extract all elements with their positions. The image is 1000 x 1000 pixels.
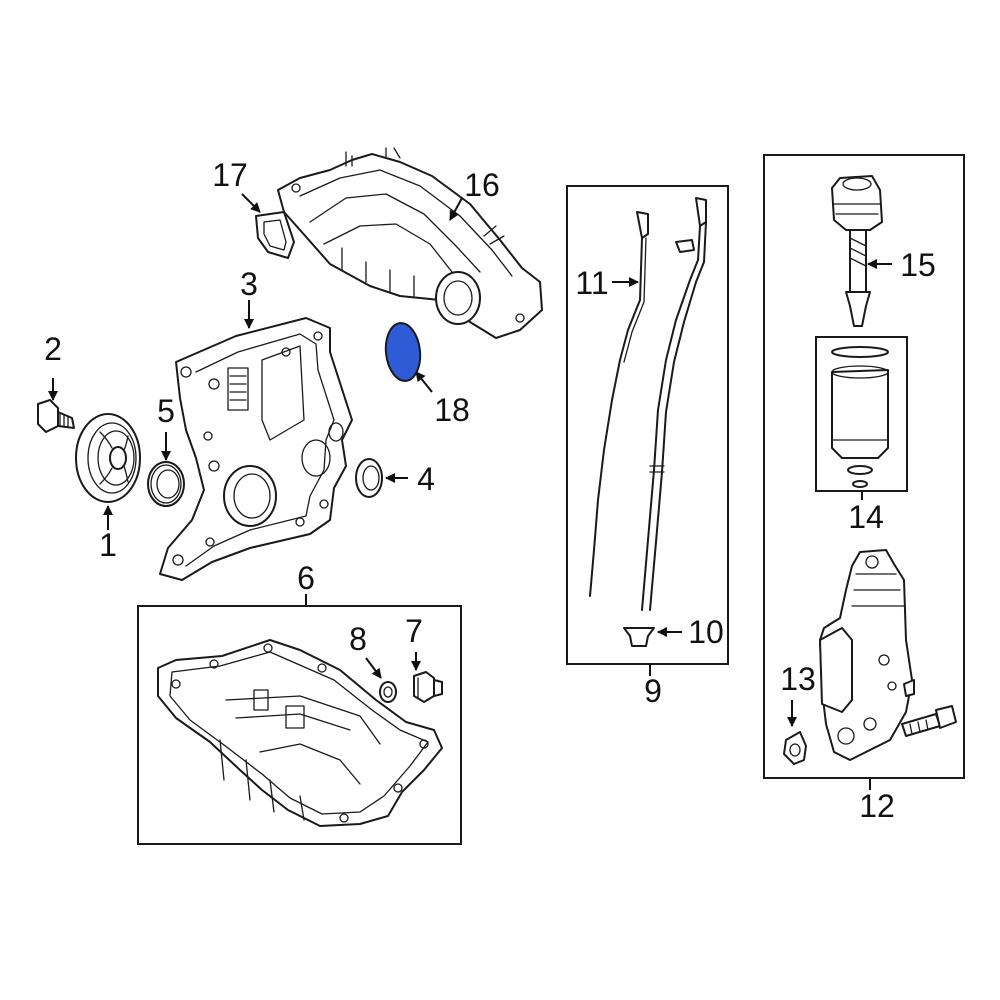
callout-14: 14: [848, 499, 884, 535]
callout-1: 1: [99, 527, 117, 563]
oil-pan[interactable]: [157, 639, 443, 827]
oil-pan-group-box: [137, 605, 462, 845]
callout-10: 10: [688, 614, 724, 650]
callout-5: 5: [157, 393, 175, 429]
callout-16: 16: [464, 167, 500, 203]
oil-filter-cap[interactable]: [831, 175, 883, 327]
callout-13: 13: [780, 661, 816, 697]
leader-lines: [48, 193, 892, 790]
timing-cover[interactable]: [159, 317, 353, 581]
callout-2: 2: [44, 331, 62, 367]
callout-12: 12: [859, 788, 895, 824]
callout-9: 9: [644, 673, 662, 709]
timing-cover-seal[interactable]: [355, 458, 383, 498]
throttle-body-seal[interactable]: [383, 321, 423, 382]
callout-8: 8: [349, 621, 367, 657]
callout-18: 18: [434, 392, 470, 428]
drain-plug-washer[interactable]: [379, 681, 397, 703]
oil-filter-housing[interactable]: [819, 549, 957, 761]
callout-3: 3: [240, 266, 258, 302]
dipstick-group-box: [566, 185, 729, 665]
callout-17: 17: [212, 157, 248, 193]
callout-7: 7: [405, 613, 423, 649]
callout-6: 6: [297, 560, 315, 596]
crankshaft-pulley[interactable]: [75, 413, 141, 503]
dipstick-tube[interactable]: [641, 197, 707, 611]
manifold-gasket[interactable]: [255, 211, 295, 259]
housing-clip[interactable]: [783, 731, 807, 765]
oil-filter-element[interactable]: [831, 346, 889, 488]
callout-11: 11: [575, 265, 608, 301]
pulley-bolt[interactable]: [37, 399, 75, 433]
oil-drain-plug[interactable]: [413, 671, 443, 703]
callout-15: 15: [900, 247, 936, 283]
dipstick-tube-seal[interactable]: [623, 627, 655, 647]
oil-filter-group-box: [763, 154, 965, 779]
intake-manifold[interactable]: [277, 147, 543, 339]
callout-labels: 1 2 3 4 5 6 7 8 9 10 11 12 13 14 15 16 1…: [44, 157, 936, 824]
callout-4: 4: [417, 461, 435, 497]
oil-dipstick[interactable]: [589, 211, 649, 597]
front-crank-seal[interactable]: [147, 461, 185, 507]
